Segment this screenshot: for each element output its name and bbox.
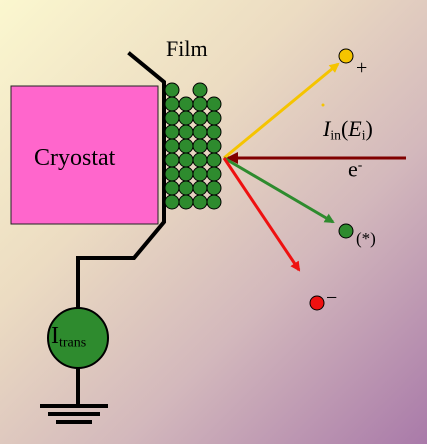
film-atom	[192, 194, 208, 210]
ground-symbol	[40, 404, 108, 424]
film-atom	[192, 82, 208, 98]
film-atom	[178, 152, 194, 168]
film-atom	[206, 110, 222, 126]
film-atom	[164, 194, 180, 210]
film-atom	[178, 96, 194, 112]
green-ray	[223, 156, 335, 224]
red-ray	[222, 157, 301, 272]
film-atom	[164, 110, 180, 126]
electron-symbol: e	[348, 156, 358, 182]
film-atom	[178, 194, 194, 210]
yellow-ray	[223, 62, 340, 160]
film-atom	[178, 110, 194, 126]
cryostat-label: Cryostat	[34, 145, 116, 171]
cryostat-box	[10, 85, 159, 225]
film-atom	[206, 124, 222, 140]
film-atom	[192, 166, 208, 182]
film-label: Film	[166, 36, 208, 61]
current-subscript: in	[330, 127, 341, 143]
film-atom	[206, 96, 222, 112]
film-atom	[178, 166, 194, 182]
electron-label: e-	[348, 158, 362, 181]
negative-ion	[309, 295, 325, 311]
excited-label: (*)	[356, 229, 376, 248]
film-atom	[164, 138, 180, 154]
film-atom	[206, 180, 222, 196]
film-atom	[164, 82, 180, 98]
excited-neutral	[338, 223, 354, 239]
energy-symbol: E	[348, 116, 362, 141]
film-atom	[206, 166, 222, 182]
film-atom	[206, 152, 222, 168]
film-atom	[178, 180, 194, 196]
negative-label: −	[326, 287, 338, 309]
trans-subscript: trans	[59, 335, 87, 351]
film-atoms	[164, 82, 222, 210]
film-atom	[164, 96, 180, 112]
incident-current-label: Iin(Ei)	[323, 116, 373, 143]
film-atom	[192, 180, 208, 196]
film-atom	[192, 110, 208, 126]
film-atom	[206, 138, 222, 154]
film-atom	[164, 166, 180, 182]
film-atom	[178, 138, 194, 154]
film-atom	[192, 152, 208, 168]
sample-holder-wiring	[76, 51, 166, 406]
energy-subscript: i	[361, 127, 366, 143]
small-dot	[321, 103, 325, 107]
film-atom	[192, 138, 208, 154]
electron-superscript: -	[357, 157, 363, 172]
film-atom	[192, 124, 208, 140]
film-atom	[206, 194, 222, 210]
trans-symbol: I	[51, 323, 59, 349]
ammeter-circle	[47, 307, 109, 369]
film-atom	[164, 124, 180, 140]
film-atom	[192, 96, 208, 112]
positive-label: +	[356, 57, 368, 79]
transfer-current-label: Itrans	[51, 324, 86, 351]
current-symbol: I	[323, 116, 331, 141]
positive-ion	[338, 48, 354, 64]
film-atom	[164, 152, 180, 168]
film-atom	[164, 180, 180, 196]
film-atom	[178, 124, 194, 140]
